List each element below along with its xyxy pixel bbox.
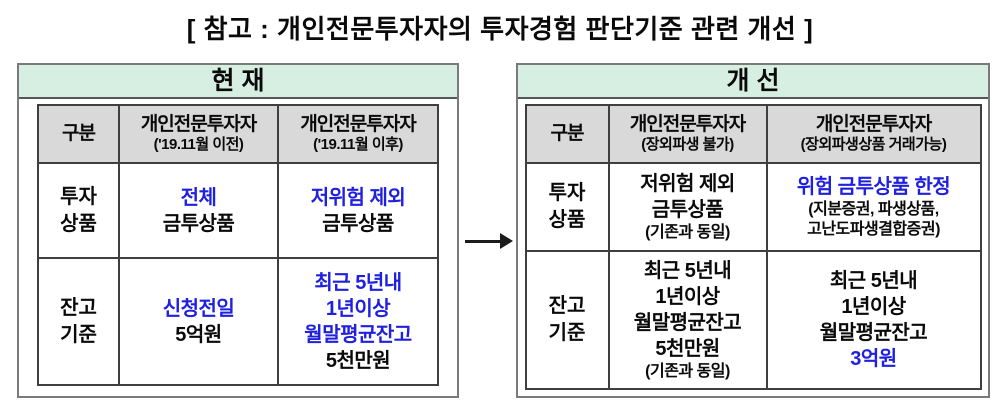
current-header-before: 개인전문투자자 ('19.11월 이전) bbox=[118, 104, 279, 164]
current-panel: 현 재 구분 개인전문투자자 ('19.11월 이전) 개인전문투자자 ('19… bbox=[17, 63, 459, 398]
improved-row-balance: 잔고 기준 최근 5년내 1년이상 월말평균잔고 5천만원 (기존과 동일) 최… bbox=[524, 250, 982, 390]
table-cell: 신청전일 5억원 bbox=[118, 257, 279, 386]
current-header-category: 구분 bbox=[37, 104, 120, 164]
current-header-after: 개인전문투자자 ('19.11월 이후) bbox=[277, 104, 439, 164]
table-cell: 저위험 제외 금투상품 (기존과 동일) bbox=[607, 162, 768, 252]
header-label: 개인전문투자자 bbox=[300, 113, 416, 135]
row-label-cell: 잔고 기준 bbox=[37, 257, 120, 386]
arrow-shaft bbox=[465, 240, 503, 243]
current-panel-band-title: 현 재 bbox=[19, 65, 457, 99]
header-sublabel: ('19.11월 이전) bbox=[153, 136, 244, 154]
row-label: 기준 bbox=[60, 323, 97, 346]
cell-line: 5천만원 bbox=[655, 338, 720, 360]
header-label: 개인전문투자자 bbox=[629, 113, 746, 135]
cell-subline: (기존과 동일) bbox=[645, 224, 730, 241]
cell-subline: 고난도파생결합증권) bbox=[807, 221, 940, 238]
current-row-balance: 잔고 기준 신청전일 5억원 최근 5년내 1년이상 월말평균잔고 5천만원 bbox=[37, 257, 439, 386]
table-cell: 최근 5년내 1년이상 월말평균잔고 5천만원 (기존과 동일) bbox=[607, 250, 768, 390]
row-label: 잔고 bbox=[60, 296, 97, 319]
row-label: 투자 bbox=[60, 185, 97, 208]
row-label-cell: 투자 상품 bbox=[37, 162, 120, 259]
improved-header-category: 구분 bbox=[524, 104, 610, 164]
row-label-cell: 투자 상품 bbox=[524, 162, 610, 252]
cell-line: 저위험 제외 bbox=[640, 173, 735, 195]
header-label: 개인전문투자자 bbox=[815, 113, 932, 135]
cell-subline: (기존과 동일) bbox=[645, 363, 730, 380]
page-title: [ 참고 : 개인전문투자자의 투자경험 판단기준 관련 개선 ] bbox=[186, 14, 814, 44]
cell-line: 월말평균잔고 bbox=[633, 312, 742, 334]
cell-line: 최근 5년내 bbox=[643, 260, 732, 282]
cell-line: 저위험 제외 bbox=[310, 186, 406, 209]
header-sublabel: (장외파생상품 거래가능) bbox=[800, 136, 947, 154]
cell-line: 금투상품 bbox=[322, 212, 394, 235]
header-label: 구분 bbox=[550, 122, 585, 144]
row-label: 기준 bbox=[548, 322, 586, 344]
cell-line: 1년이상 bbox=[325, 297, 391, 320]
improved-panel: 개 선 구분 개인전문투자자 (장외파생 불가) 개인전문투자자 (장외파생상품… bbox=[516, 63, 990, 398]
improved-row-products: 투자 상품 저위험 제외 금투상품 (기존과 동일) 위험 금투상품 한정 (지… bbox=[524, 162, 982, 252]
cell-line: 5억원 bbox=[175, 323, 222, 346]
cell-line: 신청전일 bbox=[162, 297, 235, 320]
improved-table-header-row: 구분 개인전문투자자 (장외파생 불가) 개인전문투자자 (장외파생상품 거래가… bbox=[524, 104, 982, 164]
cell-line: 금투상품 bbox=[651, 199, 724, 221]
cell-line: 전체 bbox=[180, 186, 217, 209]
table-cell: 최근 5년내 1년이상 월말평균잔고 5천만원 bbox=[277, 257, 439, 386]
right-arrow-icon bbox=[465, 233, 513, 250]
improved-header-no-otc: 개인전문투자자 (장외파생 불가) bbox=[607, 104, 768, 164]
row-label: 상품 bbox=[548, 209, 586, 231]
current-row-products: 투자 상품 전체 금투상품 저위험 제외 금투상품 bbox=[37, 162, 439, 259]
header-sublabel: (장외파생 불가) bbox=[641, 136, 734, 154]
table-cell: 위험 금투상품 한정 (지분증권, 파생상품, 고난도파생결합증권) bbox=[765, 162, 982, 252]
header-label: 개인전문투자자 bbox=[140, 113, 257, 135]
cell-line: 최근 5년내 bbox=[829, 270, 918, 292]
cell-line: 월말평균잔고 bbox=[304, 323, 412, 346]
row-label: 상품 bbox=[60, 212, 97, 235]
table-cell: 최근 5년내 1년이상 월말평균잔고 3억원 bbox=[765, 250, 982, 390]
improved-header-otc-allowed: 개인전문투자자 (장외파생상품 거래가능) bbox=[765, 104, 982, 164]
header-label: 구분 bbox=[62, 122, 96, 144]
improved-table: 구분 개인전문투자자 (장외파생 불가) 개인전문투자자 (장외파생상품 거래가… bbox=[524, 104, 982, 390]
cell-line: 월말평균잔고 bbox=[819, 322, 928, 344]
arrow-head bbox=[500, 233, 513, 249]
table-cell: 전체 금투상품 bbox=[118, 162, 279, 259]
table-cell: 저위험 제외 금투상품 bbox=[277, 162, 439, 259]
header-sublabel: ('19.11월 이후) bbox=[313, 136, 403, 154]
row-label: 잔고 bbox=[548, 295, 586, 317]
cell-line: 위험 금투상품 한정 bbox=[796, 176, 951, 198]
row-label-cell: 잔고 기준 bbox=[524, 250, 610, 390]
current-table-header-row: 구분 개인전문투자자 ('19.11월 이전) 개인전문투자자 ('19.11월… bbox=[37, 104, 439, 164]
cell-line: 1년이상 bbox=[841, 296, 906, 318]
cell-line: 금투상품 bbox=[162, 212, 235, 235]
cell-line: 최근 5년내 bbox=[314, 271, 402, 294]
current-table: 구분 개인전문투자자 ('19.11월 이전) 개인전문투자자 ('19.11월… bbox=[37, 104, 439, 386]
cell-subline: (지분증권, 파생상품, bbox=[808, 201, 939, 218]
improved-panel-band-title: 개 선 bbox=[518, 65, 988, 99]
row-label: 투자 bbox=[548, 182, 586, 204]
cell-line: 3억원 bbox=[850, 348, 897, 370]
cell-line: 1년이상 bbox=[655, 286, 720, 308]
cell-line: 5천만원 bbox=[325, 349, 391, 372]
